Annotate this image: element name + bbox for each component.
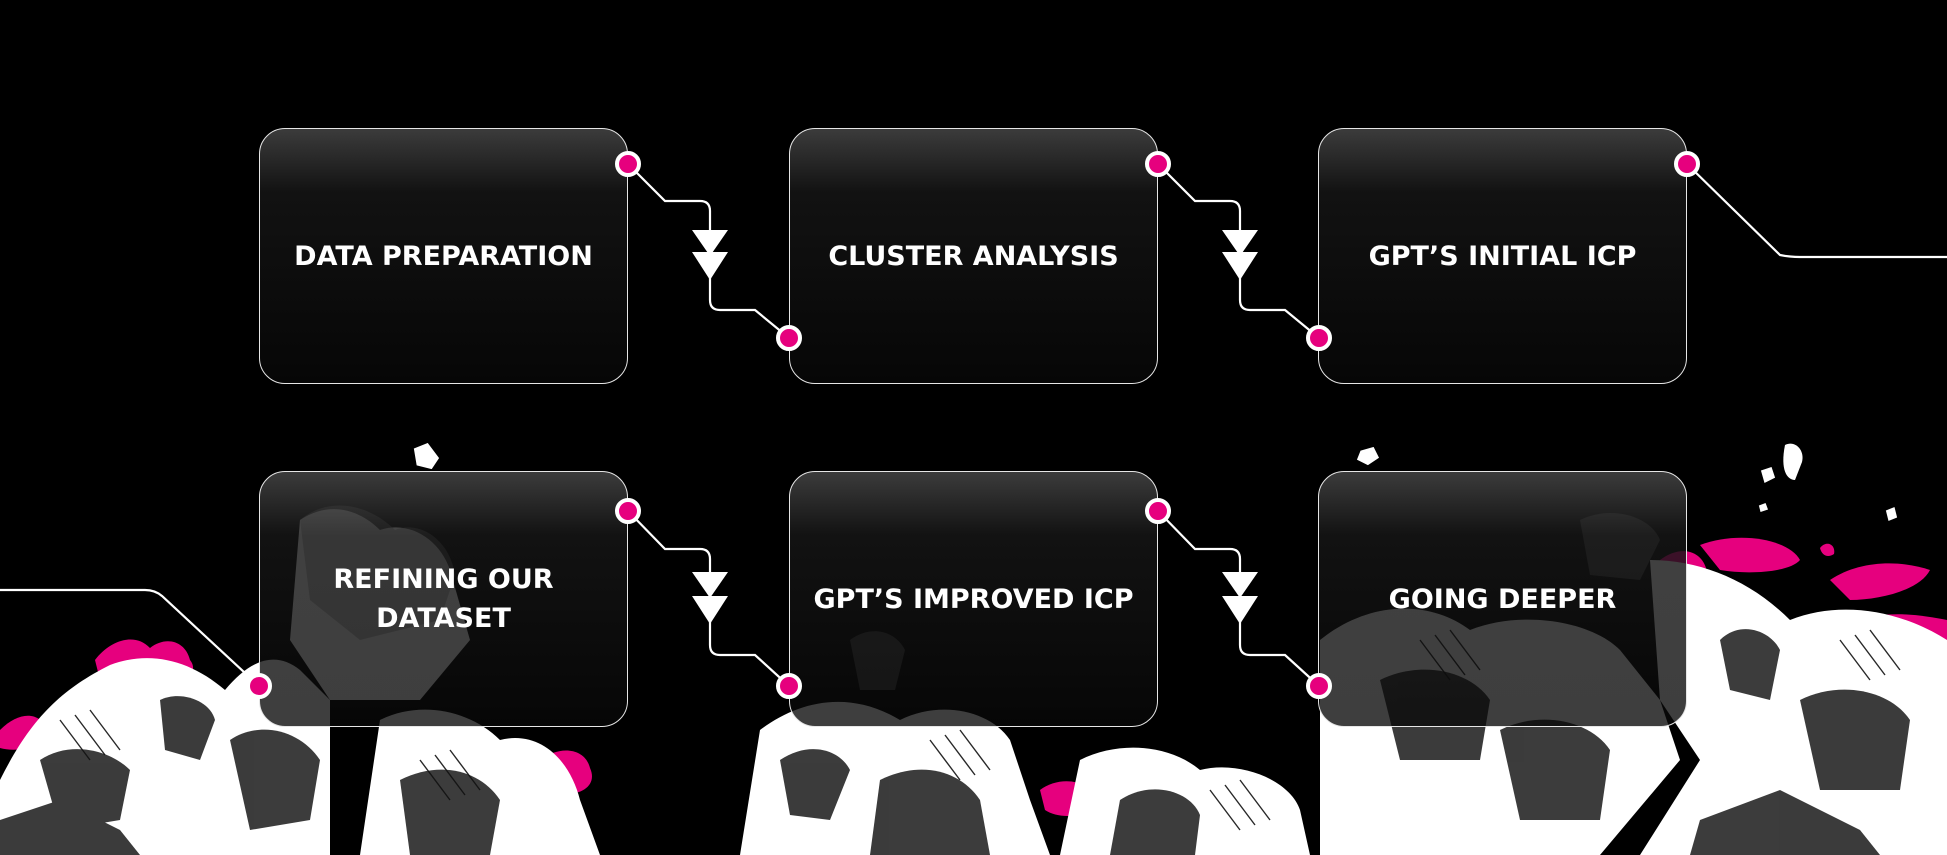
step-going-deeper: GOING DEEPER xyxy=(1318,471,1687,727)
step-data-preparation: DATA PREPARATION xyxy=(259,128,628,384)
step-cluster-analysis: CLUSTER ANALYSIS xyxy=(789,128,1158,384)
step-label: GOING DEEPER xyxy=(1388,583,1617,615)
hatch-strokes xyxy=(59,629,1901,831)
step-gpts-improved-icp: GPT’S IMPROVED ICP xyxy=(789,471,1158,727)
rock-fragments xyxy=(412,441,1899,524)
step-label: GPT’S IMPROVED ICP xyxy=(813,583,1134,615)
step-label: CLUSTER ANALYSIS xyxy=(828,240,1119,272)
step-label: GPT’S INITIAL ICP xyxy=(1368,240,1637,272)
step-refining-our-dataset: REFINING OUR DATASET xyxy=(259,471,628,727)
step-gpts-initial-icp: GPT’S INITIAL ICP xyxy=(1318,128,1687,384)
step-label: REFINING OUR DATASET xyxy=(333,564,554,634)
step-label: DATA PREPARATION xyxy=(294,240,593,272)
